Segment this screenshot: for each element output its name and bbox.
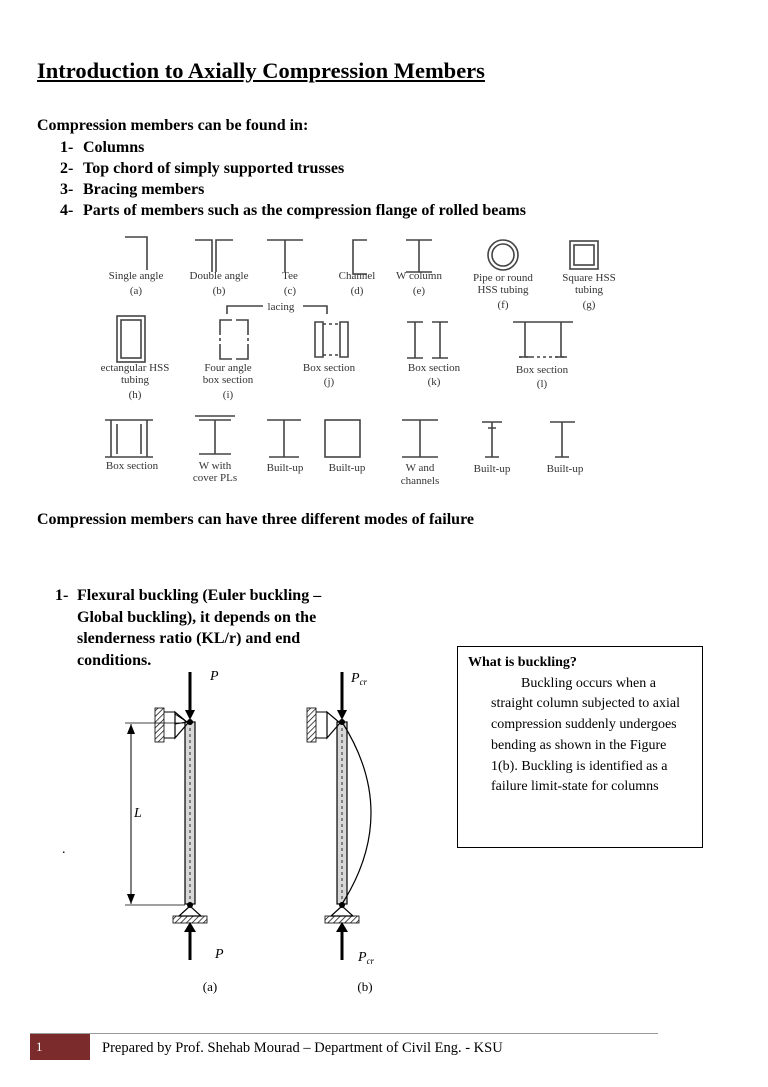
list-item: 1- Columns bbox=[60, 137, 526, 158]
fig-label: Tee bbox=[282, 270, 298, 282]
length-label: L bbox=[133, 806, 142, 821]
fig-label: Square HSS bbox=[562, 272, 615, 284]
single-angle-shape bbox=[125, 236, 148, 270]
box-l-shape bbox=[513, 321, 573, 358]
fig-label: Built-up bbox=[474, 463, 511, 475]
list-text: Bracing members bbox=[83, 181, 205, 198]
fig-tag: (i) bbox=[223, 389, 234, 401]
locations-list: 1- Columns 2- Top chord of simply supporte… bbox=[60, 137, 526, 221]
list-number: 1- bbox=[55, 587, 69, 604]
builtup-4-shape bbox=[550, 421, 575, 458]
fig-label: tubing bbox=[121, 374, 150, 386]
fig-label: Channel bbox=[339, 270, 376, 282]
pipe-shape bbox=[487, 239, 519, 271]
fig-label: W column bbox=[396, 270, 442, 282]
fig-label: Box section bbox=[303, 362, 356, 374]
list-number: 1- bbox=[60, 139, 74, 156]
load-symbol: P bbox=[357, 950, 367, 965]
fig-tag: (a) bbox=[130, 285, 143, 297]
load-label-a-top: P bbox=[209, 669, 219, 684]
fig-tag: (b) bbox=[213, 285, 226, 297]
list-item: 2- Top chord of simply supported trusses bbox=[60, 158, 526, 179]
figure-label-b: (b) bbox=[357, 979, 372, 994]
rect-hss-shape bbox=[116, 315, 146, 363]
fig-label: W with bbox=[199, 460, 232, 472]
fig-tag: (l) bbox=[537, 378, 548, 390]
builtup-3-shape bbox=[482, 421, 502, 458]
fig-tag: (f) bbox=[498, 299, 509, 311]
fig-label: Double angle bbox=[190, 270, 249, 282]
page-title: Introduction to Axially Compression Memb… bbox=[37, 58, 485, 83]
channel-shape bbox=[352, 239, 367, 275]
column-a bbox=[125, 672, 208, 960]
box-k-shape bbox=[407, 321, 448, 359]
fig-label: Box section bbox=[516, 364, 569, 376]
column-b bbox=[306, 672, 372, 960]
square-hss-shape bbox=[569, 240, 599, 270]
mode-item-flexural: 1- Flexural buckling (Euler buckling – G… bbox=[55, 585, 365, 671]
fig-label: Four angle bbox=[204, 362, 251, 374]
fig-label: Pipe or round bbox=[473, 272, 533, 284]
fig-tag: (c) bbox=[284, 285, 297, 297]
mode-text: Flexural buckling (Euler buckling – Glob… bbox=[77, 587, 322, 669]
double-angle-shape bbox=[195, 239, 233, 272]
list-number: 4- bbox=[60, 202, 74, 219]
fig-label: W and bbox=[406, 462, 435, 474]
fig-label: Built-up bbox=[329, 462, 366, 474]
fig-label: tubing bbox=[575, 284, 604, 296]
fig-label: Box section bbox=[106, 460, 159, 472]
list-text: Top chord of simply supported trusses bbox=[83, 160, 345, 177]
page-number: 1 bbox=[30, 1034, 90, 1060]
list-number: 3- bbox=[60, 181, 74, 198]
builtup-1-shape bbox=[267, 419, 301, 458]
box-question: What is buckling? bbox=[468, 655, 577, 670]
w-cover-shape bbox=[195, 415, 235, 455]
fig-label: Built-up bbox=[547, 463, 584, 475]
box-j-shape bbox=[314, 321, 349, 358]
stray-dot: . bbox=[62, 842, 66, 857]
footer-text: Prepared by Prof. Shehab Mourad – Depart… bbox=[102, 1040, 503, 1056]
list-number: 2- bbox=[60, 160, 74, 177]
list-item: 3- Bracing members bbox=[60, 179, 526, 200]
fig-tag: (k) bbox=[428, 376, 441, 388]
tee-shape bbox=[267, 239, 303, 272]
builtup-2-shape bbox=[324, 419, 361, 458]
w-column-shape bbox=[406, 239, 432, 273]
load-subscript: cr bbox=[360, 677, 368, 687]
four-angle-shape bbox=[219, 319, 249, 360]
figure-label-a: (a) bbox=[203, 979, 217, 994]
load-symbol: P bbox=[350, 671, 360, 686]
box-answer: Buckling occurs when a straight column s… bbox=[491, 675, 680, 795]
list-text: Parts of members such as the compression… bbox=[83, 202, 526, 219]
box-section-3-shape bbox=[105, 419, 153, 458]
load-label-b-bottom: Pcr bbox=[357, 950, 375, 966]
fig-label: box section bbox=[203, 374, 254, 386]
fig-tag: (e) bbox=[413, 285, 426, 297]
lacing-label: lacing bbox=[268, 301, 295, 313]
locations-intro: Compression members can be found in: bbox=[37, 117, 309, 134]
load-subscript: cr bbox=[367, 956, 375, 966]
fig-label: Box section bbox=[408, 362, 461, 374]
fig-tag: (d) bbox=[351, 285, 364, 297]
fig-label: ectangular HSS bbox=[101, 362, 170, 374]
load-label-a-bottom: P bbox=[214, 947, 224, 962]
buckling-definition-box: What is buckling? Buckling occurs when a… bbox=[457, 646, 703, 848]
cross-sections-figure: Single angle (a) Double angle (b) Tee (c… bbox=[101, 236, 616, 487]
fig-label: Single angle bbox=[109, 270, 164, 282]
fig-label: cover PLs bbox=[193, 472, 237, 484]
fig-label: HSS tubing bbox=[477, 284, 529, 296]
fig-tag: (j) bbox=[324, 376, 335, 388]
fig-label: channels bbox=[401, 475, 439, 487]
fig-label: Built-up bbox=[267, 462, 304, 474]
w-channels-shape bbox=[402, 419, 438, 458]
fig-tag: (h) bbox=[129, 389, 142, 401]
fig-tag: (g) bbox=[583, 299, 596, 311]
column-buckling-figure: P P Pcr Pcr L (a) (b) bbox=[125, 669, 375, 994]
load-label-b-top: Pcr bbox=[350, 671, 368, 687]
footer-divider bbox=[30, 1033, 658, 1034]
list-text: Columns bbox=[83, 139, 145, 156]
list-item: 4- Parts of members such as the compressi… bbox=[60, 200, 526, 221]
failure-modes-intro: Compression members can have three diffe… bbox=[37, 511, 474, 528]
